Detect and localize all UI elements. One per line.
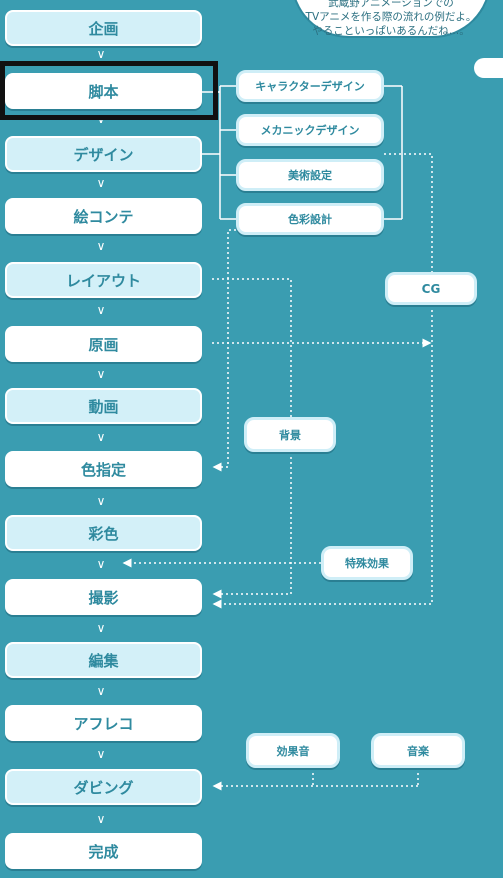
down-arrow-icon: ∨ [96,812,106,826]
down-arrow-icon: ∨ [96,303,106,317]
step-label: 色指定 [80,460,126,479]
dotted-flows [122,153,433,791]
node-label: 特殊効果 [345,557,389,570]
step-color-designation: 色指定 [5,451,202,487]
down-arrow-icon: ∨ [96,621,106,635]
step-label: 彩色 [88,524,119,543]
down-arrow-icon: ∨ [96,684,106,698]
step-label: デザイン [73,145,134,164]
down-arrow-icon: ∨ [96,430,106,444]
step-label: 動画 [88,397,119,416]
step-key-animation: 原画 [5,326,202,362]
step-label: 撮影 [88,588,119,607]
node-label: 効果音 [276,744,310,758]
step-completion: 完成 [5,833,202,869]
node-label: 音楽 [407,744,429,758]
node-sound-effects: 効果音 [246,733,340,768]
step-label: ダビング [73,778,134,797]
step-dubbing-voice: アフレコ [5,705,202,741]
branch-art-setting: 美術設定 [236,159,384,191]
down-arrow-icon: ∨ [96,239,106,253]
step-editing: 編集 [5,642,202,678]
step-layout: レイアウト [5,262,202,298]
node-label: CG [421,281,441,296]
down-arrow-icon: ∨ [96,747,106,761]
bubble-line-2: TVアニメを作る際の流れの例だよ。 [305,11,477,23]
speech-bubble: 武蔵野アニメーションでの TVアニメを作る際の流れの例だよ。 やることいっぱいあ… [291,0,491,38]
branch-color-design: 色彩設計 [236,203,384,235]
step-in-between: 動画 [5,388,202,424]
node-music: 音楽 [371,733,465,768]
node-label: 背景 [279,428,301,442]
branch-label: メカニックデザイン [260,124,360,137]
step-label: レイアウト [65,271,141,290]
bubble-line-1: 武蔵野アニメーションでの [328,0,454,9]
branch-label: 美術設定 [288,169,332,182]
step-storyboard: 絵コンテ [5,198,202,234]
bubble-line-3: やることいっぱいあるんだね…。 [312,25,470,37]
branch-character-design: キャラクターデザイン [236,70,384,102]
down-arrow-icon: ∨ [96,494,106,508]
step-label: 完成 [88,842,119,861]
step-coloring: 彩色 [5,515,202,551]
step-script: 脚本 [5,73,202,109]
node-cg: CG [385,272,477,305]
node-special-effects: 特殊効果 [321,546,413,580]
highlight-frame [0,61,218,120]
step-label: アフレコ [73,714,134,733]
down-arrow-icon: ∨ [96,176,106,190]
branch-label: 色彩設計 [288,213,332,226]
node-background: 背景 [244,417,336,452]
step-label: 脚本 [88,82,119,101]
step-planning: 企画 [5,10,202,46]
step-photography: 撮影 [5,579,202,615]
branch-mechanic-design: メカニックデザイン [236,114,384,146]
down-arrow-icon: ∨ [96,367,106,381]
step-design: デザイン [5,136,202,172]
design-bracket [202,85,403,220]
branch-label: キャラクターデザイン [255,80,365,93]
cloud-decoration-icon [474,58,503,78]
step-label: 編集 [88,651,119,670]
down-arrow-icon: ∨ [96,557,106,571]
step-label: 原画 [88,335,119,354]
step-label: 絵コンテ [73,207,134,226]
down-arrow-icon: ∨ [96,47,106,61]
step-label: 企画 [88,19,119,38]
step-sound-mixing: ダビング [5,769,202,805]
